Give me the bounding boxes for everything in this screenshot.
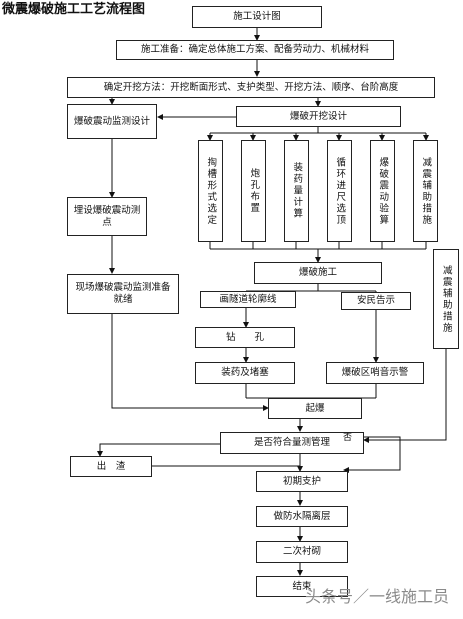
node-blast-design: 爆破开挖设计	[236, 106, 401, 127]
node-profile: 画隧道轮廓线	[200, 291, 296, 308]
node-waterproof: 做防水隔离层	[256, 506, 348, 527]
node-design: 施工设计图	[192, 6, 322, 28]
node-monitor-design: 爆破震动监测设计	[67, 104, 157, 139]
node-charge: 装药及堵塞	[195, 362, 295, 384]
edge-check-no	[343, 436, 401, 473]
diagram-title: 微震爆破施工工艺流程图	[2, 2, 146, 17]
node-muck: 出 渣	[70, 456, 152, 477]
node-sub-4: 循环进尺选顶	[327, 140, 352, 242]
node-drill: 钻 孔	[195, 327, 295, 348]
node-alarm: 爆破区哨音示警	[326, 362, 424, 384]
edge-side-check	[363, 349, 447, 443]
node-check: 是否符合量测管理	[220, 432, 364, 454]
node-detonate: 起爆	[268, 398, 362, 419]
node-side-measure: 减震辅助措施	[433, 249, 459, 349]
edge-check-muck	[97, 443, 220, 457]
node-prep: 施工准备：确定总体施工方案、配备劳动力、机械材料	[116, 40, 394, 60]
node-support-1: 初期支护	[256, 471, 348, 492]
node-lining: 二次衬砌	[256, 541, 348, 563]
label-no: 否	[343, 433, 353, 443]
node-sub-6: 减震辅助措施	[413, 140, 438, 242]
watermark-text: 头条号／一线施工员	[304, 587, 449, 606]
node-notice: 安民告示	[341, 292, 411, 310]
node-blast-work: 爆破施工	[254, 262, 382, 284]
edge-site-detonate	[111, 314, 269, 411]
node-end: 结束	[256, 576, 348, 597]
node-bury: 埋设爆破震动测点	[67, 197, 147, 236]
node-site-monitor: 现场爆破震动监测准备就绪	[67, 274, 179, 314]
node-sub-3: 装药量计算	[284, 140, 309, 242]
node-sub-2: 炮孔布置	[241, 140, 266, 242]
node-method: 确定开挖方法：开挖断面形式、支护类型、开挖方法、顺序、台阶高度	[67, 77, 435, 98]
node-sub-5: 爆破震动验算	[370, 140, 395, 242]
node-sub-1: 掏槽形式选定	[198, 140, 223, 242]
